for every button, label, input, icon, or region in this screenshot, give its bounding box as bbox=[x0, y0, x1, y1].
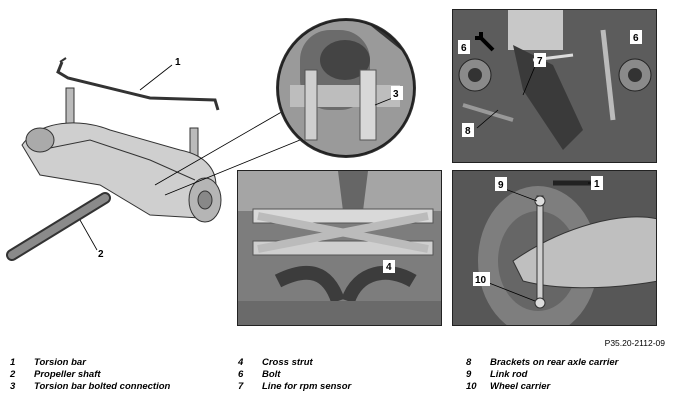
legend-num: 10 bbox=[466, 381, 477, 392]
legend-label: Torsion bar bolted connection bbox=[34, 381, 171, 392]
propeller-shaft-drawing bbox=[6, 192, 111, 261]
cross-strut-photo: 4 bbox=[237, 170, 442, 326]
legend-item-1: 1 Torsion bar bbox=[10, 357, 86, 368]
legend-label: Link rod bbox=[490, 369, 528, 380]
legend-num: 7 bbox=[238, 381, 244, 392]
callout-8: 8 bbox=[465, 126, 471, 137]
legend-label: Bolt bbox=[262, 369, 281, 380]
link-rod-detail-photo: 9 1 10 bbox=[452, 170, 657, 326]
legend-label: Brackets on rear axle carrier bbox=[490, 357, 619, 368]
legend-item-6: 6 Bolt bbox=[238, 369, 280, 380]
legend-num: 9 bbox=[466, 369, 472, 380]
legend-item-9: 9 Link rod bbox=[466, 369, 527, 380]
legend-item-8: 8 Brackets on rear axle carrier bbox=[466, 357, 618, 368]
figure-reference: P35.20-2112-09 bbox=[604, 338, 665, 348]
legend-item-2: 2 Propeller shaft bbox=[10, 369, 101, 380]
legend-num: 6 bbox=[238, 369, 244, 380]
legend-item-10: 10 Wheel carrier bbox=[466, 381, 550, 392]
callout-7: 7 bbox=[537, 56, 543, 67]
rear-axle-illustration: 1 2 3 bbox=[6, 18, 416, 261]
legend-num: 8 bbox=[466, 357, 472, 368]
legend-item-4: 4 Cross strut bbox=[238, 357, 313, 368]
callout-6-right: 6 bbox=[633, 33, 639, 44]
torsion-bar-drawing bbox=[56, 57, 220, 111]
callout-9: 9 bbox=[498, 180, 504, 191]
legend-label: Cross strut bbox=[262, 357, 313, 368]
legend-num: 3 bbox=[10, 381, 16, 392]
callout-2-main: 2 bbox=[98, 249, 104, 260]
callout-3: 3 bbox=[393, 89, 399, 100]
callout-4: 4 bbox=[386, 262, 392, 273]
callout-6-left: 6 bbox=[461, 43, 467, 54]
legend-num: 2 bbox=[10, 369, 16, 380]
legend-num: 1 bbox=[10, 357, 16, 368]
legend-label: Wheel carrier bbox=[490, 381, 551, 392]
bracket-detail-photo: 6 6 7 8 bbox=[452, 9, 657, 163]
legend-item-7: 7 Line for rpm sensor bbox=[238, 381, 351, 392]
callout-1-detail: 1 bbox=[594, 179, 600, 190]
legend-num: 4 bbox=[238, 357, 244, 368]
circle-detail-view: 3 bbox=[276, 18, 416, 158]
legend-item-3: 3 Torsion bar bolted connection bbox=[10, 381, 170, 392]
legend-label: Line for rpm sensor bbox=[262, 381, 352, 392]
callout-10: 10 bbox=[475, 275, 487, 286]
legend-label: Propeller shaft bbox=[34, 369, 101, 380]
legend-label: Torsion bar bbox=[34, 357, 86, 368]
callout-1-main: 1 bbox=[175, 57, 181, 68]
